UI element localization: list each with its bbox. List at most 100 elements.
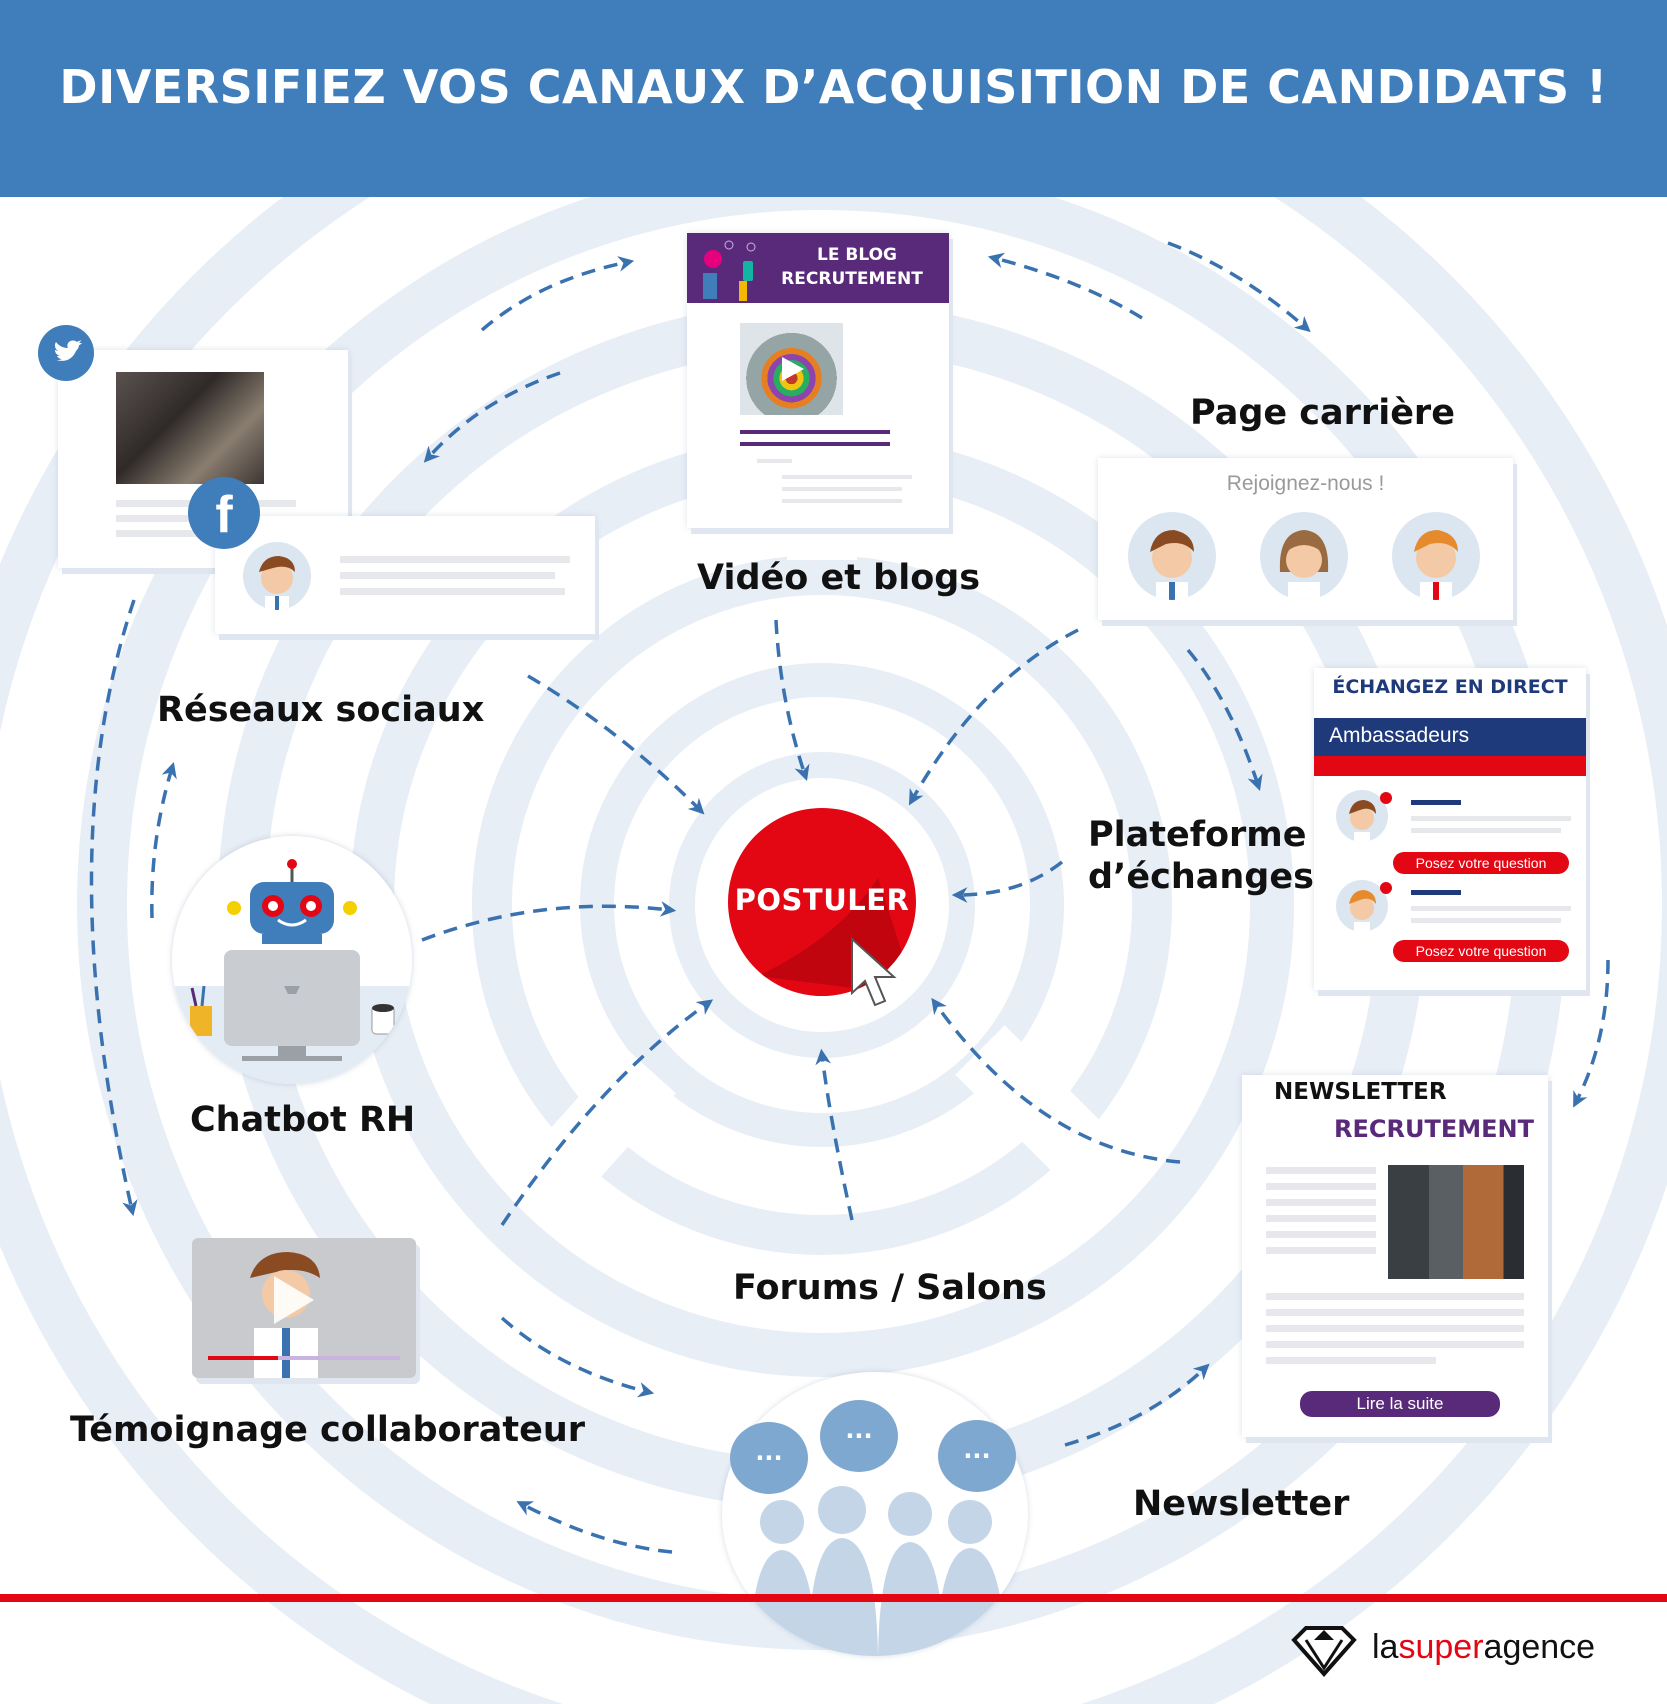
exchange-card: ÉCHANGEZ EN DIRECT Ambassadeurs Posez vo… xyxy=(1314,668,1586,990)
arrow-platform-to-postuler xyxy=(951,860,1064,903)
message-line xyxy=(1411,816,1571,821)
arrow-outer-5 xyxy=(1186,648,1263,791)
arrow-outer-6 xyxy=(1573,959,1610,1108)
arrow-outer-3 xyxy=(987,252,1143,320)
label-chatbot: Chatbot RH xyxy=(190,1100,416,1140)
arrow-outer-4 xyxy=(1167,241,1311,333)
video-thumbnail xyxy=(740,323,843,415)
name-bar xyxy=(1411,890,1461,895)
newsletter-text-line xyxy=(1266,1215,1376,1222)
avatar xyxy=(1336,790,1388,842)
message-line xyxy=(1411,828,1561,833)
arrow-social-to-postuler xyxy=(527,674,705,815)
page-title: DIVERSIFIEZ VOS CANAUX D’ACQUISITION DE … xyxy=(59,60,1608,114)
blog-illustration-icon xyxy=(703,240,756,301)
label-platform-line1: Plateforme xyxy=(1088,815,1307,855)
forums-circle-overlay xyxy=(754,1590,998,1650)
newsletter-title-line2: RECRUTEMENT xyxy=(1334,1115,1534,1143)
newsletter-text-line xyxy=(1266,1231,1376,1238)
blog-text-line xyxy=(757,459,792,463)
arrow-testimonial-to-postuler xyxy=(500,999,714,1226)
blog-text-line xyxy=(782,499,902,503)
play-icon xyxy=(274,1276,314,1324)
ask-question-button[interactable]: Posez votre question xyxy=(1393,852,1569,874)
brand-suffix: agence xyxy=(1483,1628,1596,1666)
twitter-bird-icon xyxy=(54,340,82,361)
arrow-career-to-postuler xyxy=(908,628,1079,806)
chat-bubble-icon: ... xyxy=(730,1422,808,1494)
blog-card: LE BLOG RECRUTEMENT xyxy=(687,233,949,528)
chat-bubble-icon: ... xyxy=(938,1420,1016,1492)
message-line xyxy=(1411,906,1571,911)
twitter-icon xyxy=(38,325,94,381)
arrow-video-to-postuler xyxy=(774,619,810,781)
comment-text-line xyxy=(340,556,570,563)
blog-text-line xyxy=(782,475,912,479)
label-platform-line2: d’échanges xyxy=(1088,857,1314,897)
apply-label: POSTULER xyxy=(734,883,910,917)
newsletter-text-line xyxy=(1266,1183,1376,1190)
label-video-blogs: Vidéo et blogs xyxy=(697,558,981,598)
message-line xyxy=(1411,918,1561,923)
career-page-card: Rejoignez-nous ! xyxy=(1098,458,1513,620)
avatar xyxy=(1128,512,1216,600)
post-text-line xyxy=(116,515,216,522)
arrow-newsletter-to-postuler xyxy=(931,997,1181,1164)
diamond-logo-icon xyxy=(1291,1626,1357,1678)
label-testimonial: Témoignage collaborateur xyxy=(70,1410,586,1450)
arrow-outer-1 xyxy=(480,256,635,332)
ask-question-button[interactable]: Posez votre question xyxy=(1393,940,1569,962)
newsletter-text-line xyxy=(1266,1357,1436,1364)
arrow-outer-2 xyxy=(423,371,561,463)
newsletter-card: NEWSLETTER RECRUTEMENT Lire la suite xyxy=(1242,1075,1548,1437)
arrow-outer-8 xyxy=(516,1501,673,1554)
cursor-icon xyxy=(851,936,897,1007)
newsletter-text-line xyxy=(1266,1167,1376,1174)
arrow-chatbot-to-postuler xyxy=(421,901,677,942)
newsletter-title-line1: NEWSLETTER xyxy=(1274,1079,1447,1105)
name-bar xyxy=(1411,800,1461,805)
badge-icon xyxy=(1380,882,1392,894)
newsletter-photo xyxy=(1388,1165,1524,1279)
blog-title-bar xyxy=(740,430,890,434)
arrow-forums-to-postuler xyxy=(815,1048,854,1221)
chatbot-illustration xyxy=(172,836,412,1084)
arrow-outer-7 xyxy=(1064,1363,1210,1447)
label-career-page: Page carrière xyxy=(1190,393,1455,433)
avatar xyxy=(243,542,311,610)
label-social-networks: Réseaux sociaux xyxy=(157,690,485,730)
blog-title-line1: LE BLOG xyxy=(817,245,897,265)
career-tagline: Rejoignez-nous ! xyxy=(1226,472,1385,495)
read-more-button[interactable]: Lire la suite xyxy=(1300,1391,1500,1417)
play-icon xyxy=(782,357,804,381)
arrow-outer-9 xyxy=(500,1316,655,1398)
facebook-icon: f xyxy=(188,477,260,549)
brand-name: lasuperagence xyxy=(1372,1628,1595,1667)
comment-text-line xyxy=(340,588,565,595)
brand-highlight: super xyxy=(1398,1628,1484,1666)
blog-text-line xyxy=(782,487,902,491)
newsletter-text-line xyxy=(1266,1325,1524,1332)
brand-logo: lasuperagence xyxy=(1288,1622,1618,1678)
avatar xyxy=(1336,880,1388,932)
crowd-photo xyxy=(116,372,264,484)
ambassadors-red-stripe xyxy=(1314,756,1586,776)
ambassadors-label: Ambassadeurs xyxy=(1329,724,1470,747)
testimonial-video xyxy=(192,1238,416,1378)
exchange-title: ÉCHANGEZ EN DIRECT xyxy=(1332,676,1568,698)
ambassadors-bar: Ambassadeurs xyxy=(1314,718,1586,756)
blog-card-header: LE BLOG RECRUTEMENT xyxy=(687,233,949,303)
badge-icon xyxy=(1380,792,1392,804)
newsletter-text-line xyxy=(1266,1247,1376,1254)
avatar xyxy=(1392,512,1480,600)
arrow-outer-10 xyxy=(89,599,138,1217)
testimonial-person-icon xyxy=(208,1252,400,1378)
newsletter-text-line xyxy=(1266,1293,1524,1300)
social-comment-card xyxy=(215,516,595,634)
label-newsletter: Newsletter xyxy=(1133,1484,1350,1524)
robot-icon xyxy=(172,859,412,1084)
comment-text-line xyxy=(340,572,555,579)
arrow-outer-11 xyxy=(150,761,177,919)
avatar xyxy=(1260,512,1348,600)
